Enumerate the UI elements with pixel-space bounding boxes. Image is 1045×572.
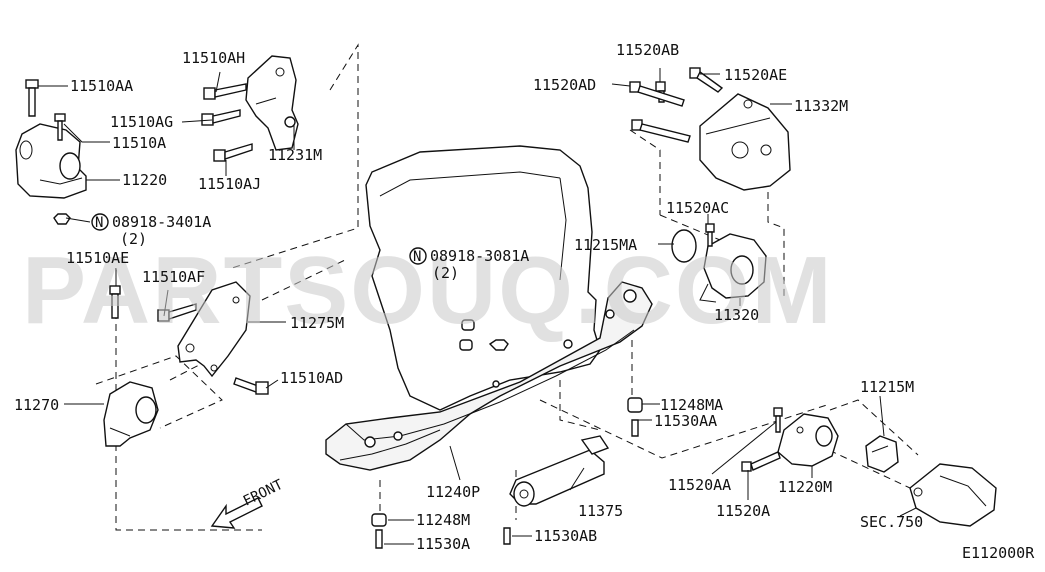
bolt-11520A <box>741 451 781 472</box>
assembly-guide-lines <box>95 43 919 531</box>
nut-08918-3081A <box>459 319 509 351</box>
label-nut1-qty: (2) <box>120 230 147 248</box>
front-arrow-icon <box>210 497 263 529</box>
bolt-11510AA <box>25 79 39 117</box>
label-11510A: 11510A <box>112 134 166 152</box>
label-11220M: 11220M <box>778 478 832 496</box>
bolt-11510AG <box>201 109 241 126</box>
center-member <box>325 281 653 471</box>
bolt-11510AH <box>203 83 247 100</box>
label-11530AB: 11530AB <box>534 527 597 545</box>
damper-11375 <box>509 435 610 507</box>
label-11510AF: 11510AF <box>142 268 205 286</box>
insulator-11215M <box>865 435 899 473</box>
bolt-11520AD <box>629 81 691 143</box>
bracket-11332M <box>699 93 791 191</box>
label-11220: 11220 <box>122 171 167 189</box>
nut-callout-2: N 08918-3081A (2) <box>409 247 529 282</box>
svg-text:N: N <box>95 215 103 231</box>
label-11530AA: 11530AA <box>654 412 717 430</box>
label-11520A: 11520A <box>716 502 770 520</box>
engine-outline <box>365 145 601 411</box>
bolt-11530A <box>375 529 383 549</box>
label-11270: 11270 <box>14 396 59 414</box>
front-direction-label: FRONT <box>241 476 286 509</box>
label-11320: 11320 <box>714 306 759 324</box>
bolt-11520AC <box>705 223 715 247</box>
nut-callout-1: N 08918-3401A (2) <box>91 213 211 248</box>
sec750-bracket <box>909 463 997 527</box>
label-11248MA: 11248MA <box>660 396 723 414</box>
bracket-11231M <box>245 55 299 151</box>
mount-11320 <box>699 233 767 303</box>
label-11510AH: 11510AH <box>182 49 245 67</box>
mount-11270 <box>103 381 159 447</box>
label-11332M: 11332M <box>794 97 848 115</box>
label-sec750: SEC.750 <box>860 513 923 531</box>
mount-11220M <box>777 413 839 467</box>
bolt-11510AF <box>157 303 197 322</box>
bracket-11275M <box>177 281 251 378</box>
label-11215M: 11215M <box>860 378 914 396</box>
label-nut2-qty: (2) <box>432 264 459 282</box>
label-08918-3081A: 08918-3081A <box>430 247 529 265</box>
bolt-11520AE <box>689 67 724 93</box>
bolt-11510A <box>54 113 66 141</box>
label-11520AD: 11520AD <box>533 76 596 94</box>
label-11240P: 11240P <box>426 483 480 501</box>
bolt-11530AB <box>503 527 511 545</box>
label-11510AD: 11510AD <box>280 369 343 387</box>
label-08918-3401A: 08918-3401A <box>112 213 211 231</box>
leader-lines <box>38 68 917 545</box>
svg-text:N: N <box>413 249 421 265</box>
label-11520AB: 11520AB <box>616 41 679 59</box>
part-labels: 11510AA 11510A 11220 N 08918-3401A (2) 1… <box>14 41 1035 562</box>
label-11530A: 11530A <box>416 535 470 553</box>
bolt-11520AA <box>773 407 783 433</box>
label-11215MA: 11215MA <box>574 236 637 254</box>
label-11510AE: 11510AE <box>66 249 129 267</box>
diagram-code: E112000R <box>962 544 1035 562</box>
bolt-11510AD <box>233 377 269 395</box>
nut-08918-3401A <box>53 213 71 225</box>
left-mount-11220 <box>15 123 87 199</box>
label-11510AJ: 11510AJ <box>198 175 261 193</box>
stopper-11248MA <box>627 397 643 413</box>
label-11520AC: 11520AC <box>666 199 729 217</box>
bolt-11530AA <box>631 419 639 437</box>
insulator-11215MA <box>671 229 697 263</box>
label-11275M: 11275M <box>290 314 344 332</box>
label-11510AG: 11510AG <box>110 113 173 131</box>
stopper-11248M <box>371 513 387 527</box>
bolt-11510AE <box>109 285 121 319</box>
label-11510AA: 11510AA <box>70 77 133 95</box>
label-11248M: 11248M <box>416 511 470 529</box>
bolt-11510AJ <box>213 143 253 162</box>
label-11375: 11375 <box>578 502 623 520</box>
label-11231M: 11231M <box>268 146 322 164</box>
label-11520AA: 11520AA <box>668 476 731 494</box>
watermark-text: PARTSOUQ.COM <box>22 237 834 344</box>
label-11520AE: 11520AE <box>724 66 787 84</box>
